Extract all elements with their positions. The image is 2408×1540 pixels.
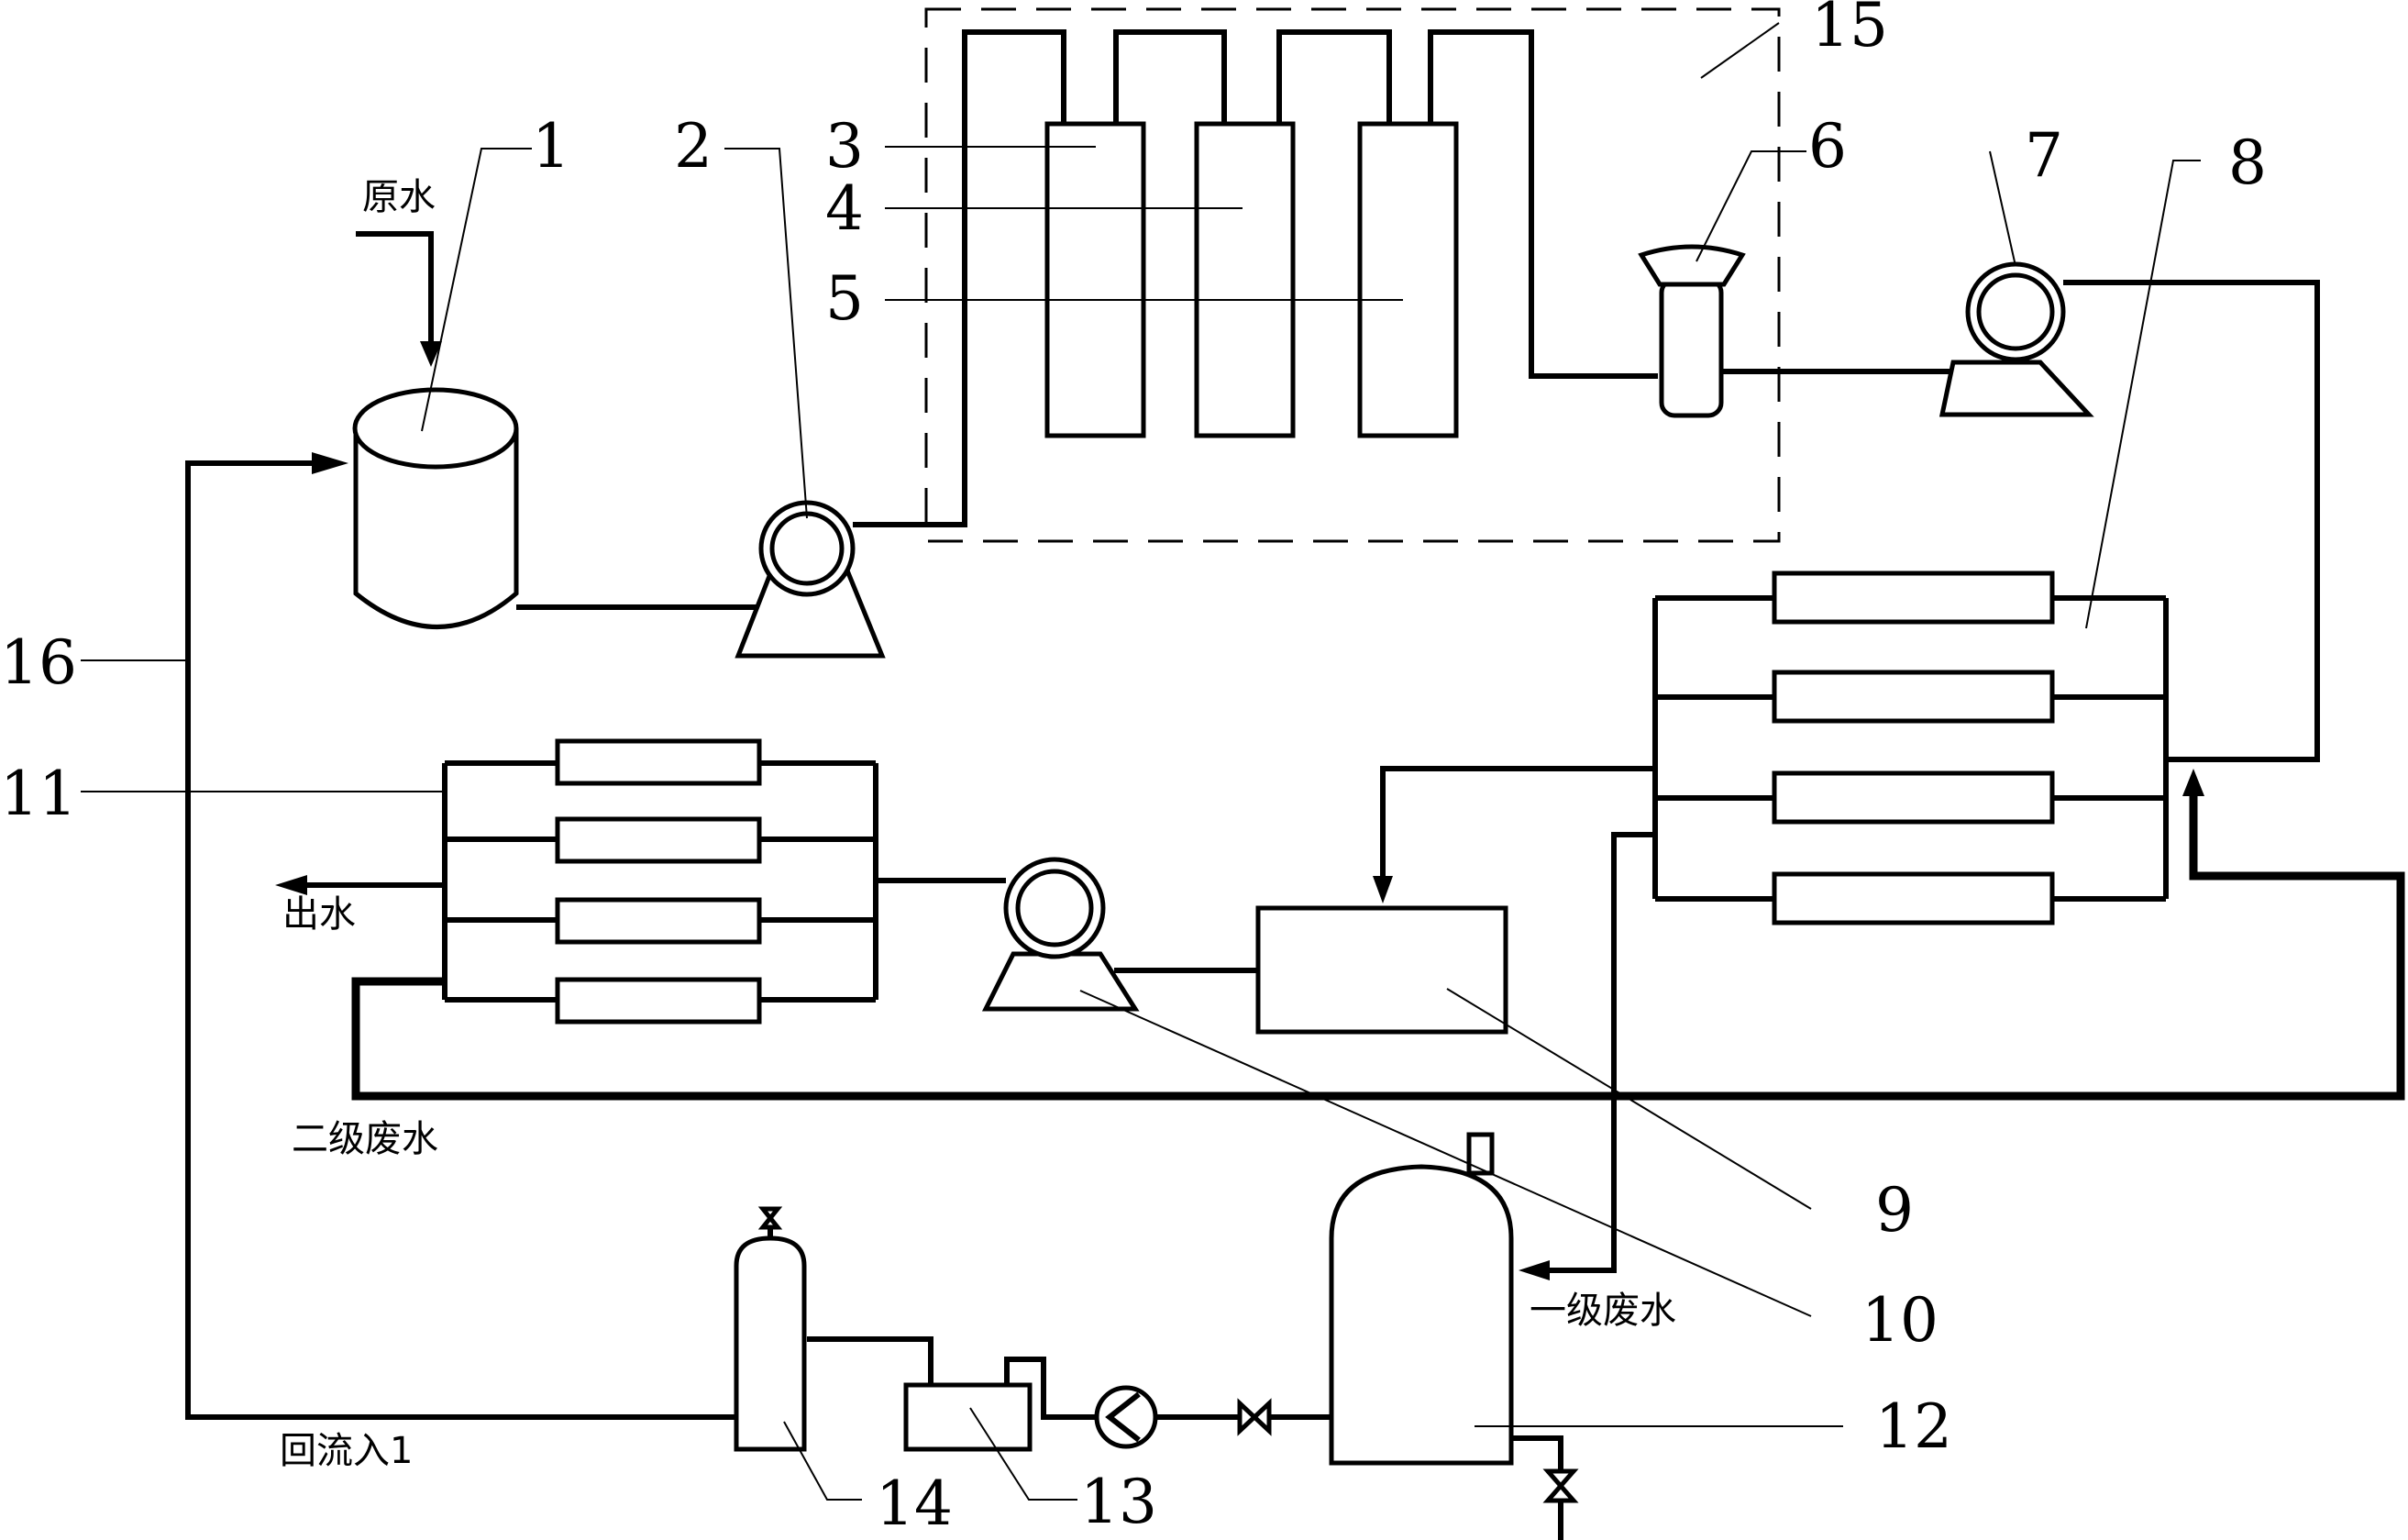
label-14: 14 (876, 1468, 953, 1539)
raw-water-tank (352, 387, 519, 629)
tank9-inlet-arrow (1373, 876, 1393, 903)
return-to-1-label: 回流入1 (280, 1430, 413, 1472)
label-13: 13 (1080, 1467, 1157, 1537)
filter5-to-unit6-pipe (1428, 29, 1658, 379)
feed-pump (1094, 1385, 1158, 1449)
label-3: 3 (825, 111, 864, 182)
raw-water-label: 原水 (362, 176, 436, 218)
filter-4 (1194, 121, 1296, 438)
raw-water-inlet-pipe (356, 231, 434, 353)
filter3-to-filter4-pipe (1113, 29, 1227, 124)
label-11: 11 (0, 759, 77, 829)
primary-wastewater-label: 一级废水 (1530, 1290, 1676, 1332)
pump7-to-ro8-pipe (2063, 280, 2320, 762)
label-5: 5 (825, 263, 864, 334)
pump-to-unit13-pipe (1004, 1357, 1097, 1420)
label-10: 10 (1861, 1285, 1939, 1356)
label-12: 12 (1875, 1391, 1952, 1462)
leader-lines (81, 22, 2201, 1501)
secondary-wastewater-arrow (2182, 769, 2204, 796)
unit13-to-column14-pipe (807, 1336, 933, 1385)
security-filter-6 (1638, 244, 1746, 418)
pump2-to-filters-pipe (853, 29, 1066, 527)
primary-wastewater-arrow (1519, 1260, 1550, 1280)
return-pipe-16 (185, 460, 736, 1420)
ro8-to-tank9-pipe (1380, 766, 1655, 881)
secondary-ro-unit-11 (442, 738, 878, 1025)
label-15: 15 (1811, 0, 1888, 61)
wastewater-tank-12 (1329, 1132, 1579, 1540)
return-arrow (312, 452, 348, 474)
outlet-arrow (275, 875, 307, 895)
outlet-water-label: 出水 (282, 893, 356, 936)
label-9: 9 (1875, 1175, 1914, 1246)
raw-water-inlet-arrow (420, 341, 442, 367)
label-16: 16 (0, 627, 77, 698)
pump-7 (1939, 261, 2094, 417)
pump-2 (735, 500, 886, 659)
secondary-wastewater-label: 二级废水 (292, 1118, 438, 1160)
inline-valve (1237, 1398, 1272, 1436)
label-1: 1 (532, 111, 570, 182)
unit-13 (903, 1382, 1033, 1452)
label-8: 8 (2228, 127, 2267, 198)
secondary-wastewater-pipe (351, 789, 2405, 1101)
label-4: 4 (825, 173, 864, 244)
primary-wastewater-pipe (1541, 832, 1655, 1273)
pump-10 (981, 857, 1140, 1012)
label-6: 6 (1808, 111, 1847, 182)
pretreatment-enclosure (924, 7, 1781, 543)
filter4-to-filter5-pipe (1276, 29, 1392, 124)
filter-3 (1044, 121, 1146, 438)
filter-5 (1357, 121, 1459, 438)
primary-ro-unit-8 (1652, 571, 2169, 925)
label-7: 7 (2025, 120, 2063, 191)
column-14 (734, 1206, 807, 1452)
intermediate-tank-9 (1255, 905, 1508, 1035)
label-2: 2 (674, 111, 712, 182)
